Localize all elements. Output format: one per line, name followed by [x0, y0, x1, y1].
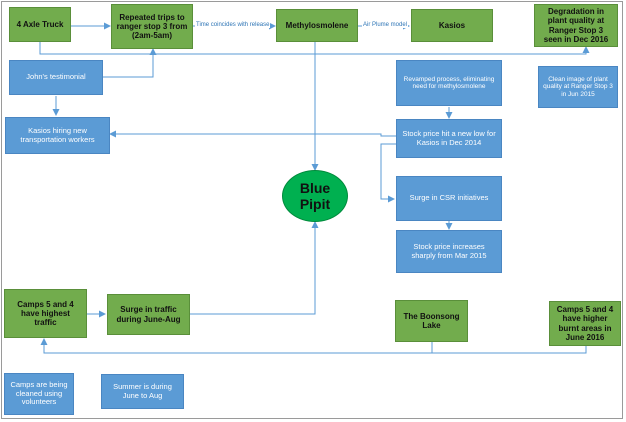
node-camps-highest-traffic[interactable]: Camps 5 and 4 have highest traffic — [4, 289, 87, 338]
node-methylosmolene[interactable]: Methylosmolene — [276, 9, 358, 42]
node-boonsong-lake[interactable]: The Boonsong Lake — [395, 300, 468, 342]
node-johns-testimonial[interactable]: John's testimonial — [9, 60, 103, 95]
edge-truck-to-degradation — [39, 42, 590, 55]
edge-stock-low-to-hiring — [109, 130, 396, 138]
edge-testimonial-to-trips — [103, 48, 157, 78]
node-revamped-process[interactable]: Revamped process, eliminating need for m… — [396, 60, 502, 106]
edge-label-time-coincides: Time coincides with release — [195, 22, 271, 28]
edge-label-air-plume: Air Plume model — [362, 22, 409, 28]
node-csr-surge[interactable]: Surge in CSR initiatives — [396, 176, 502, 221]
node-camps-cleaned[interactable]: Camps are being cleaned using volunteers — [4, 373, 74, 415]
node-kasios-hiring[interactable]: Kasios hiring new transportation workers — [5, 117, 110, 154]
node-traffic-surge[interactable]: Surge in traffic during June-Aug — [107, 294, 190, 335]
edge-stock-low-to-csr — [380, 143, 396, 203]
node-stock-increase[interactable]: Stock price increases sharply from Mar 2… — [396, 230, 502, 273]
edge-burnt-to-camps — [40, 338, 587, 354]
node-clean-image[interactable]: Clean image of plant quality at Ranger S… — [538, 66, 618, 108]
node-degradation-plant-quality[interactable]: Degradation in plant quality at Ranger S… — [534, 4, 618, 47]
node-stock-low[interactable]: Stock price hit a new low for Kasios in … — [396, 119, 502, 158]
edge-surge-to-bluepipit — [190, 221, 319, 315]
node-4-axle-truck[interactable]: 4 Axle Truck — [9, 7, 71, 42]
node-summer[interactable]: Summer is during June to Aug — [101, 374, 184, 409]
node-kasios[interactable]: Kasios — [411, 9, 493, 42]
node-blue-pipit[interactable]: Blue Pipit — [282, 170, 348, 222]
node-repeated-trips[interactable]: Repeated trips to ranger stop 3 from (2a… — [111, 4, 193, 49]
node-camps-burnt-areas[interactable]: Camps 5 and 4 have higher burnt areas in… — [549, 301, 621, 346]
